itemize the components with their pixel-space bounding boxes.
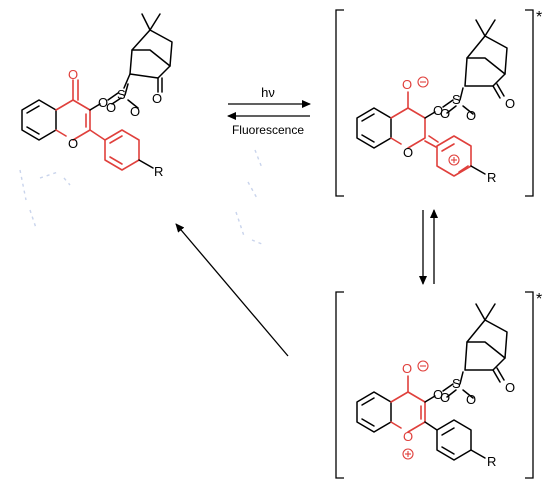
left-bracket bbox=[335, 291, 344, 479]
negative-charge-icon bbox=[417, 76, 429, 88]
substituent-label: R bbox=[487, 170, 496, 185]
hv-label: hν bbox=[261, 85, 275, 100]
ketone-oxygen-label: O bbox=[152, 91, 162, 106]
sulfur-label: S bbox=[452, 92, 461, 107]
ester-oxygen-label: O bbox=[433, 387, 443, 402]
sulfur-label: S bbox=[117, 87, 126, 102]
photoexcitation-arrows: hν Fluorescence bbox=[227, 85, 311, 137]
positive-charge-icon bbox=[448, 154, 460, 166]
return-arrow bbox=[175, 223, 289, 357]
carbonyl-oxygen-label: O bbox=[68, 67, 78, 82]
oxonium-oxygen-label: O bbox=[403, 429, 413, 444]
molecule-excited-tautomer: * O O S O O O O R bbox=[335, 291, 542, 479]
substituent-label: R bbox=[487, 454, 496, 469]
ketone-oxygen-label: O bbox=[505, 380, 515, 395]
right-bracket bbox=[525, 291, 534, 479]
fluorescence-label: Fluorescence bbox=[232, 123, 304, 137]
excited-marker: * bbox=[536, 291, 542, 308]
molecule-excited-state: * O O S O O O O R bbox=[335, 9, 542, 197]
substituent-label: R bbox=[154, 164, 163, 179]
sulfonyl-oxygen-label: O bbox=[130, 104, 140, 119]
sulfonyl-oxygen-label: O bbox=[440, 106, 450, 121]
ketone-oxygen-label: O bbox=[505, 96, 515, 111]
sulfonyl-oxygen-label: O bbox=[466, 392, 476, 407]
molecule-ground-state: O O S O O O O R bbox=[19, 13, 263, 245]
positive-charge-icon bbox=[402, 448, 414, 460]
ester-oxygen-label: O bbox=[433, 103, 443, 118]
ring-oxygen-label: O bbox=[403, 145, 413, 160]
right-bracket bbox=[525, 9, 534, 197]
sulfonyl-oxygen-label: O bbox=[106, 100, 116, 115]
excited-marker: * bbox=[536, 9, 542, 26]
negative-charge-icon bbox=[417, 360, 429, 372]
phenolate-oxygen-label: O bbox=[402, 77, 412, 92]
ester-oxygen-label: O bbox=[98, 95, 108, 110]
faint-ghost-marks bbox=[19, 149, 263, 245]
sulfonyl-oxygen-label: O bbox=[440, 390, 450, 405]
sulfur-label: S bbox=[452, 376, 461, 391]
sulfonyl-oxygen-label: O bbox=[466, 108, 476, 123]
left-bracket bbox=[335, 9, 344, 197]
phenolate-oxygen-label: O bbox=[402, 361, 412, 376]
tautomer-equilibrium-arrows bbox=[419, 209, 438, 285]
ring-oxygen-label: O bbox=[68, 136, 78, 151]
